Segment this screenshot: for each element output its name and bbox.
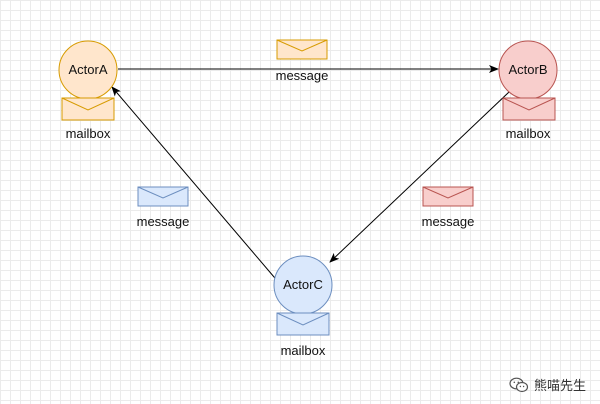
envelope-orange-icon (276, 39, 328, 60)
message-c-to-a: message (137, 186, 190, 229)
actor-a-mailbox-icon (61, 97, 115, 121)
actor-a-mailbox-label: mailbox (66, 126, 111, 141)
actor-c-label: ActorC (283, 277, 323, 292)
actor-b-mailbox-icon (502, 97, 556, 121)
actor-b-mailbox-label: mailbox (506, 126, 551, 141)
watermark-text: 熊喵先生 (533, 379, 586, 394)
actor-c: ActorC mailbox (273, 255, 333, 358)
actor-a-label: ActorA (68, 62, 107, 77)
envelope-red-icon (422, 186, 474, 207)
arrow-b-to-c (329, 91, 510, 263)
message-c-to-a-label: message (137, 214, 190, 229)
actor-b: ActorB mailbox (498, 40, 558, 141)
message-b-to-c-label: message (422, 214, 475, 229)
message-a-to-b: message (276, 39, 329, 83)
envelope-blue-icon (137, 186, 189, 207)
arrow-c-to-a (111, 86, 281, 285)
wechat-icon (509, 377, 529, 392)
message-a-to-b-label: message (276, 68, 329, 83)
actor-a: ActorA mailbox (58, 40, 118, 141)
message-b-to-c: message (422, 186, 475, 229)
actor-c-mailbox-icon (276, 312, 330, 336)
watermark: 熊喵先生 (509, 375, 586, 394)
actor-c-mailbox-label: mailbox (281, 343, 326, 358)
actor-b-label: ActorB (508, 62, 547, 77)
